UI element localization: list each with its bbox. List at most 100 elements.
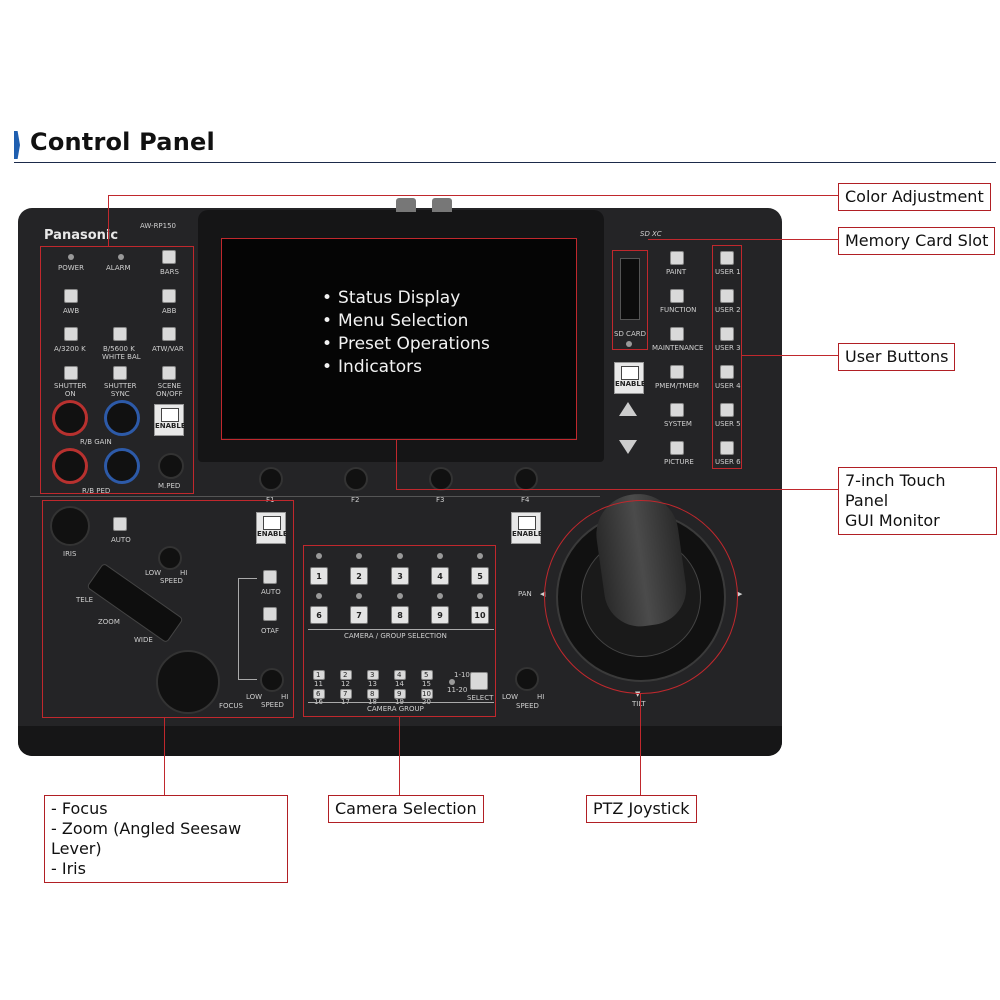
user-6-button[interactable] — [720, 441, 734, 455]
wb-a-button[interactable] — [64, 327, 78, 341]
wb-b-label: B/5600 K — [103, 345, 135, 353]
group-2-button[interactable] — [340, 670, 352, 680]
color-enable-button[interactable]: ENABLE — [154, 404, 186, 436]
memory-card-slot-callout: Memory Card Slot — [838, 227, 996, 255]
group-10-button[interactable] — [421, 689, 433, 699]
shutter-sync-button[interactable] — [113, 366, 127, 380]
group-1-button[interactable] — [313, 670, 325, 680]
group-9-button[interactable] — [394, 689, 406, 699]
screen-feature-list: Status Display Menu Selection Preset Ope… — [322, 287, 490, 379]
group-11-label: 11 — [314, 680, 323, 688]
system-label: SYSTEM — [664, 420, 692, 428]
awb-button[interactable] — [64, 289, 78, 303]
zoom-speed-dial[interactable] — [158, 546, 182, 570]
model-label: AW-RP150 — [140, 222, 177, 230]
user-3-label: USER 3 — [715, 344, 741, 352]
focus-speed-low-label: LOW — [246, 693, 263, 701]
m-ped-dial[interactable] — [158, 453, 184, 479]
user-2-label: USER 2 — [715, 306, 741, 314]
camera-1-button[interactable]: 1 — [310, 567, 328, 585]
camera-4-button[interactable]: 4 — [431, 567, 449, 585]
atw-var-button[interactable] — [162, 327, 176, 341]
m-ped-label: M.PED — [158, 482, 181, 490]
ptz-enable-button[interactable]: ENABLE — [511, 512, 543, 544]
power-label: POWER — [58, 264, 84, 272]
camera-10-button[interactable]: 10 — [471, 606, 489, 624]
f3-button[interactable] — [429, 467, 453, 491]
scene-button[interactable] — [162, 366, 176, 380]
sd-card-slot[interactable] — [620, 258, 640, 320]
group-3-button[interactable] — [367, 670, 379, 680]
memory-card-leader — [648, 239, 838, 240]
ptz-speed-hi-label: HI — [537, 693, 545, 701]
function-label: FUNCTION — [660, 306, 697, 314]
focus-auto-button[interactable] — [263, 570, 277, 584]
rb-gain-label: R/B GAIN — [80, 438, 112, 446]
menu-enable-button[interactable]: ENABLE — [614, 362, 646, 394]
ptz-speed-label: SPEED — [516, 702, 539, 710]
camera-7-button[interactable]: 7 — [350, 606, 368, 624]
group-2-label: 2 — [343, 671, 348, 679]
camera-5-button[interactable]: 5 — [471, 567, 489, 585]
f1-button[interactable] — [259, 467, 283, 491]
lens-callout-item: - Focus — [51, 799, 108, 818]
lens-enable-button[interactable]: ENABLE — [256, 512, 288, 544]
iris-auto-button[interactable] — [113, 517, 127, 531]
wb-b-button[interactable] — [113, 327, 127, 341]
f4-button[interactable] — [514, 467, 538, 491]
focus-dial[interactable] — [156, 650, 220, 714]
camera-3-button[interactable]: 3 — [391, 567, 409, 585]
user-6-label: USER 6 — [715, 458, 741, 466]
bars-button[interactable] — [162, 250, 176, 264]
user-2-button[interactable] — [720, 289, 734, 303]
camera-9-button[interactable]: 9 — [431, 606, 449, 624]
ptz-speed-dial[interactable] — [515, 667, 539, 691]
page-down-icon[interactable] — [619, 440, 637, 454]
group-7-button[interactable] — [340, 689, 352, 699]
memory-card-highlight — [612, 250, 648, 350]
color-adjustment-leader — [108, 195, 838, 196]
user-3-button[interactable] — [720, 327, 734, 341]
ptz-joystick-leader — [640, 694, 641, 795]
user-5-button[interactable] — [720, 403, 734, 417]
b-gain-dial[interactable] — [104, 400, 140, 436]
maintenance-label: MAINTENANCE — [652, 344, 704, 352]
f2-button[interactable] — [344, 467, 368, 491]
user-4-button[interactable] — [720, 365, 734, 379]
b-ped-dial[interactable] — [104, 448, 140, 484]
camera-8-button[interactable]: 8 — [391, 606, 409, 624]
iris-dial[interactable] — [50, 506, 90, 546]
lens-callout: - Focus - Zoom (Angled Seesaw Lever) - I… — [44, 795, 288, 883]
group-4-button[interactable] — [394, 670, 406, 680]
r-ped-dial[interactable] — [52, 448, 88, 484]
user-1-button[interactable] — [720, 251, 734, 265]
system-button[interactable] — [670, 403, 684, 417]
touch-panel-callout-line: 7-inch Touch Panel — [845, 471, 946, 510]
cam-3-led-icon — [397, 553, 403, 559]
focus-speed-dial[interactable] — [260, 668, 284, 692]
page-up-icon[interactable] — [619, 402, 637, 416]
ptz-joystick-callout: PTZ Joystick — [586, 795, 697, 823]
touch-panel-leader — [396, 489, 838, 490]
cam-8-led-icon — [397, 593, 403, 599]
cam-2-led-icon — [356, 553, 362, 559]
group-select-button[interactable] — [470, 672, 488, 690]
otaf-button[interactable] — [263, 607, 277, 621]
shutter-sync-label: SHUTTER SYNC — [104, 382, 137, 398]
camera-2-button[interactable]: 2 — [350, 567, 368, 585]
group-3-label: 3 — [370, 671, 375, 679]
group-8-button[interactable] — [367, 689, 379, 699]
maintenance-button[interactable] — [670, 327, 684, 341]
group-5-button[interactable] — [421, 670, 433, 680]
function-button[interactable] — [670, 289, 684, 303]
r-gain-dial[interactable] — [52, 400, 88, 436]
focus-label: FOCUS — [219, 702, 243, 710]
pmem-tmem-button[interactable] — [670, 365, 684, 379]
paint-button[interactable] — [670, 251, 684, 265]
shutter-on-button[interactable] — [64, 366, 78, 380]
abb-button[interactable] — [162, 289, 176, 303]
camera-6-button[interactable]: 6 — [310, 606, 328, 624]
group-6-button[interactable] — [313, 689, 325, 699]
zoom-label: ZOOM — [98, 618, 120, 626]
picture-button[interactable] — [670, 441, 684, 455]
